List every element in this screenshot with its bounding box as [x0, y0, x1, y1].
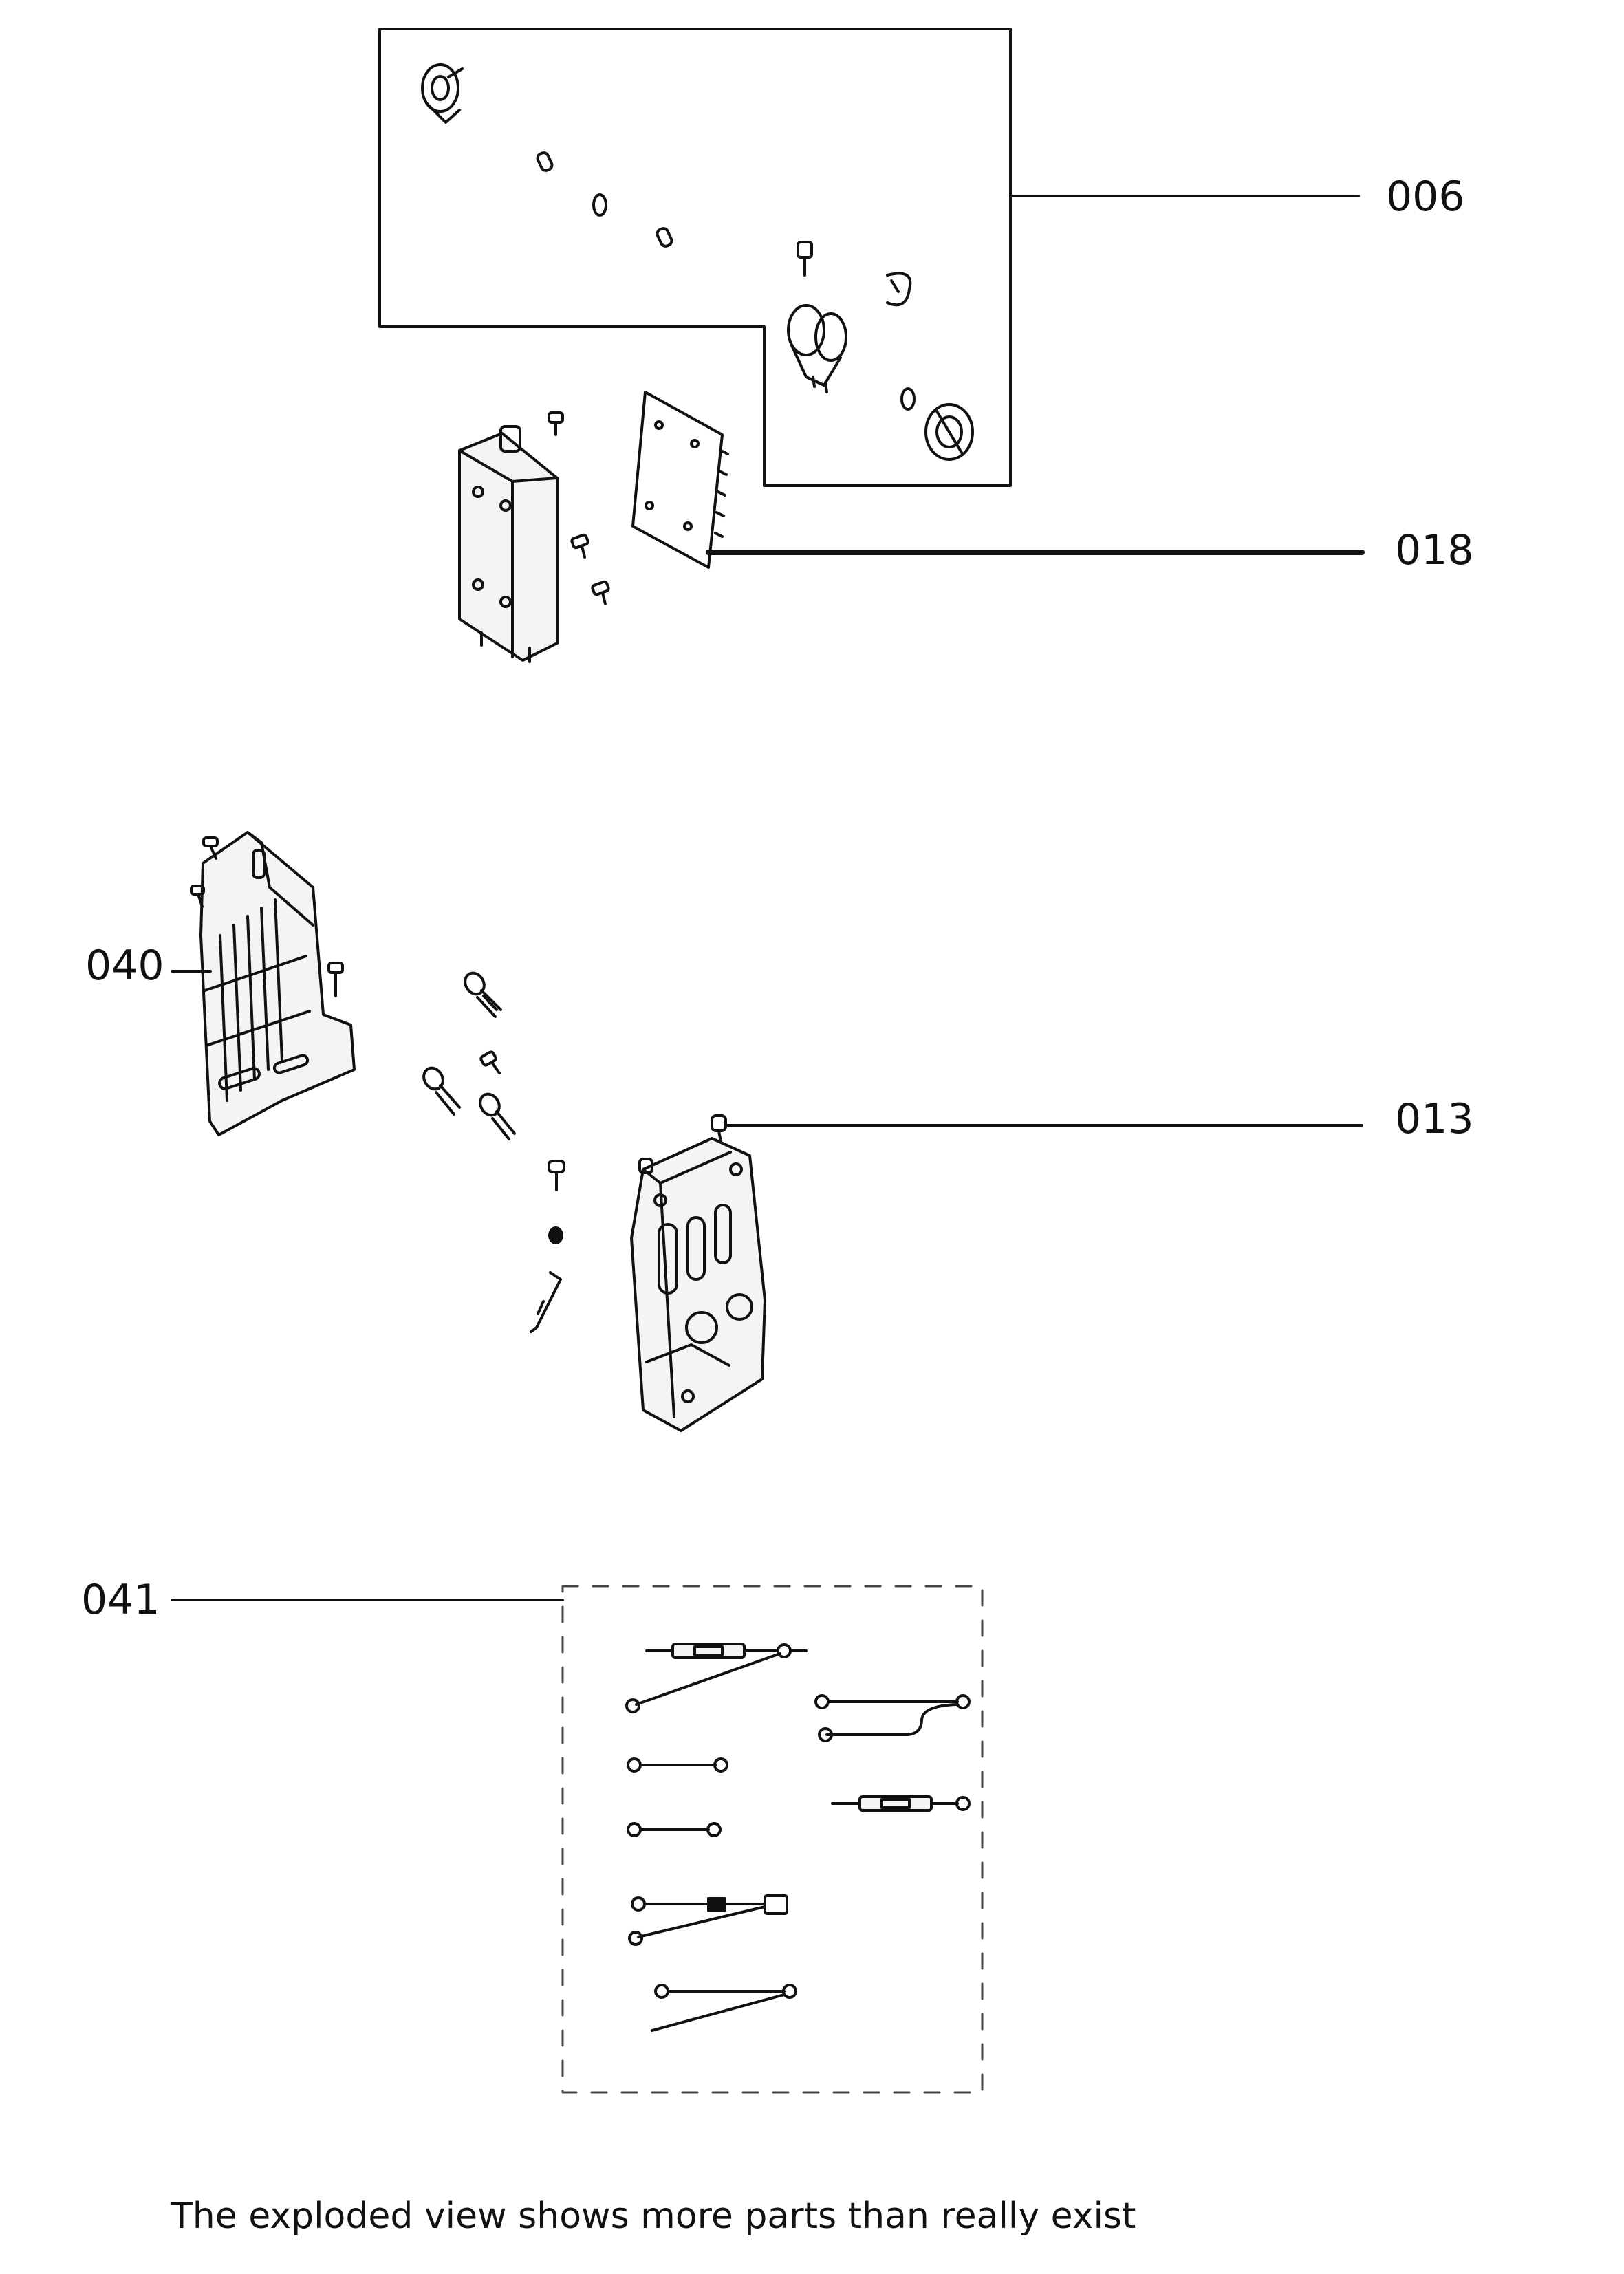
bolt-loose-5 [548, 1160, 565, 1191]
manifold-block [458, 425, 559, 663]
screw-018-2 [570, 533, 589, 559]
wire-harness-6 [628, 1894, 788, 1946]
group-006-fittings [378, 28, 1360, 487]
callout-006: 006 [1386, 173, 1465, 221]
group-018-block [458, 391, 1365, 663]
small-screw-1 [536, 151, 554, 172]
small-screw-2 [656, 227, 673, 248]
callout-041: 041 [81, 1576, 160, 1624]
group-041-dashed-frame [561, 1585, 984, 2094]
o-ring-1 [592, 193, 607, 217]
group-013-plate [630, 1114, 1363, 1432]
bolt-loose-4 [479, 1092, 516, 1140]
wire-harness-7 [651, 1984, 797, 2032]
nut-fitting [924, 403, 974, 461]
group-040-bracket [171, 831, 356, 1136]
wire-harness-5 [627, 1822, 722, 1837]
elbow-fitting-top [421, 63, 464, 124]
group-006-outline [378, 28, 1012, 487]
gasket-plate [631, 391, 729, 569]
footnote: The exploded view shows more parts than … [171, 2196, 1136, 2237]
screw-040-2 [190, 885, 205, 908]
o-ring-2 [900, 387, 916, 411]
screw-040-3 [327, 962, 344, 997]
valve-block [787, 304, 847, 393]
group-041-wiring [171, 1585, 984, 2094]
loose-bolts [422, 971, 565, 1333]
bolt-006 [797, 241, 813, 277]
plate-tab [638, 1114, 727, 1174]
clip-loose [530, 1271, 562, 1333]
bolt-loose-1 [464, 971, 502, 1018]
bolt-loose-2 [479, 1050, 501, 1074]
wire-harness-2 [814, 1694, 971, 1742]
callout-013: 013 [1395, 1095, 1474, 1143]
callout-040: 040 [85, 942, 164, 990]
screw-018-3 [591, 580, 610, 605]
callout-018: 018 [1395, 526, 1474, 574]
screw-018-1 [548, 411, 564, 436]
wire-harness-3 [627, 1757, 728, 1773]
washer-loose [548, 1226, 563, 1244]
bolt-loose-3 [422, 1066, 461, 1116]
clip-006 [886, 272, 912, 307]
mounting-bracket [199, 831, 356, 1136]
cylinder-plate [630, 1137, 766, 1432]
wire-harness-1 [625, 1643, 808, 1713]
screw-040-1 [202, 836, 219, 860]
wire-harness-4 [831, 1795, 971, 1812]
